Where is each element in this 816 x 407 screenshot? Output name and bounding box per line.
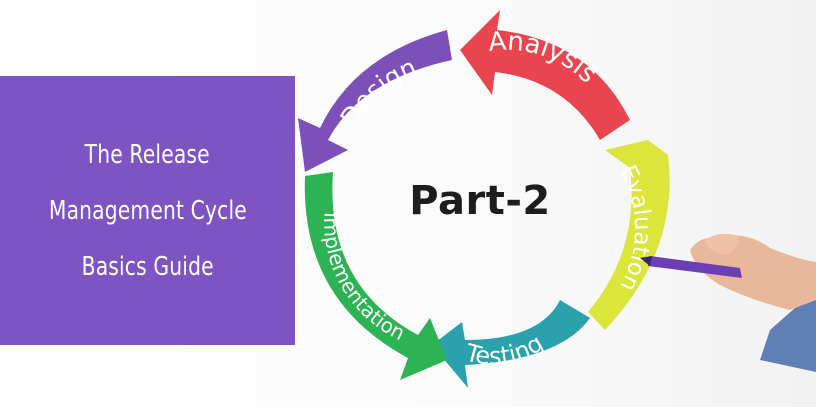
testing-arrow <box>432 300 590 388</box>
title-line-1: The Release <box>84 139 211 170</box>
analysis-arrow <box>460 10 630 140</box>
title-line-2: Management Cycle <box>48 195 247 226</box>
design-arrow <box>298 30 452 172</box>
part-label: Part-2 <box>409 178 551 224</box>
title-panel: The Release Management Cycle Basics Guid… <box>0 76 295 345</box>
testing-label: Testing <box>462 329 548 371</box>
hand-with-marker-icon <box>640 233 816 372</box>
implementation-arrow <box>304 172 447 380</box>
evaluation-arrow <box>588 140 670 330</box>
title-line-3: Basics Guide <box>81 251 214 282</box>
